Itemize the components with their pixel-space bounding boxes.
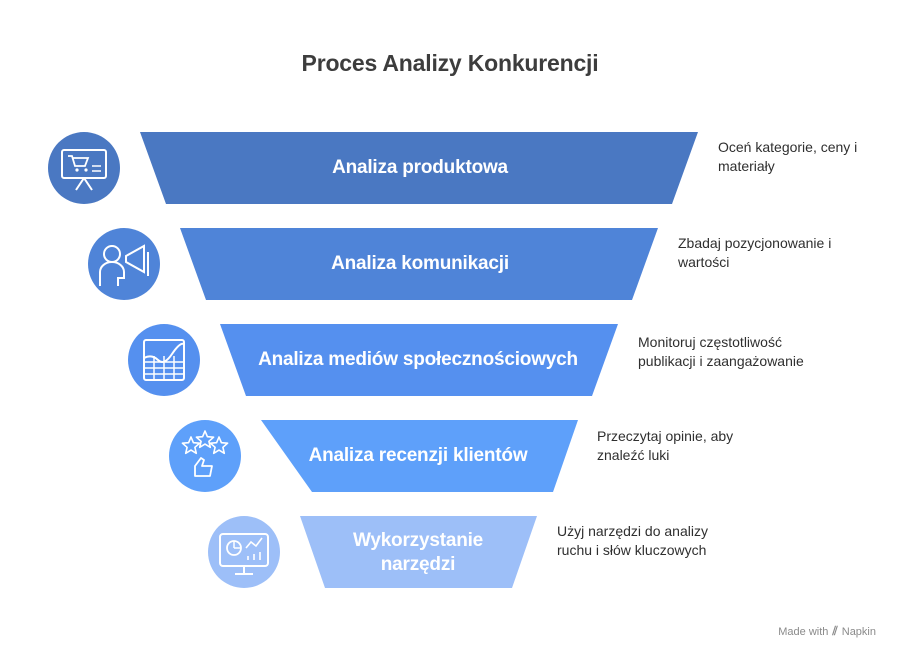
stage-5-description: Użyj narzędzi do analizy ruchu i słów kl… xyxy=(557,523,708,558)
stage-2-description: Zbadaj pozycjonowanie i wartości xyxy=(678,235,832,270)
stage-1-description: Oceń kategorie, ceny i materiały xyxy=(718,139,858,174)
napkin-logo-icon: ⫽ xyxy=(832,624,838,638)
stage-4-description: Przeczytaj opinie, aby znaleźć luki xyxy=(597,428,734,463)
stage-3-description: Monitoruj częstotliwość publikacji i zaa… xyxy=(638,334,804,369)
stars-review-icon xyxy=(169,420,241,492)
funnel-segment-3 xyxy=(220,324,618,396)
made-with-footer: Made with ⫽ Napkin xyxy=(778,624,876,639)
stage-4-label: Analiza recenzji klientów xyxy=(308,445,528,466)
stage-5-icon-circle xyxy=(208,516,280,588)
stage-1-label: Analiza produktowa xyxy=(332,157,508,178)
stage-5-label: Wykorzystanie narzędzi xyxy=(352,530,484,575)
stage-2-icon-circle xyxy=(88,228,160,300)
diagram-title: Proces Analizy Konkurencji xyxy=(301,50,599,76)
stage-4-icon-circle xyxy=(169,420,241,492)
stage-3-label: Analiza mediów społecznościowych xyxy=(258,349,578,370)
stage-2-label: Analiza komunikacji xyxy=(331,253,509,274)
napkin-brand-text: Napkin xyxy=(841,625,876,638)
made-with-text: Made with xyxy=(778,625,829,638)
stage-1-icon-circle xyxy=(48,132,120,204)
funnel-segment-2 xyxy=(180,228,658,300)
funnel-segment-1 xyxy=(140,132,698,204)
shopping-cart-board-icon xyxy=(48,132,120,204)
growth-chart-icon xyxy=(128,324,200,396)
person-megaphone-icon xyxy=(88,228,160,300)
analytics-monitor-icon xyxy=(208,516,280,588)
funnel-segment-4 xyxy=(261,420,578,492)
funnel-segment-5 xyxy=(300,516,537,588)
